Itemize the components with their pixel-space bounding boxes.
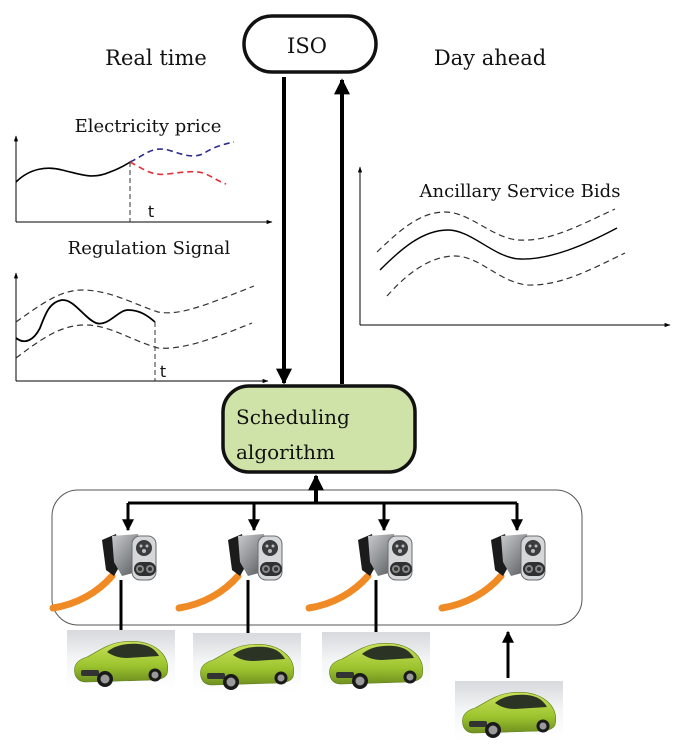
plug-ac-socket: [262, 540, 278, 556]
day-ahead-label: Day ahead: [434, 46, 546, 70]
ev-charger-plug[interactable]: [49, 534, 157, 612]
vehicle-grille: [469, 721, 487, 727]
ev-charger-plug[interactable]: [175, 534, 283, 612]
price-historical-line: [15, 161, 131, 183]
ancillary-upper-bound: [376, 208, 616, 253]
scheduling-label-line1: Scheduling: [236, 405, 350, 429]
ancillary-bids-title: Ancillary Service Bids: [419, 181, 621, 202]
real-time-label: Real time: [105, 46, 207, 70]
electric-vehicle[interactable]: [67, 630, 175, 688]
electric-vehicle[interactable]: [455, 681, 563, 739]
ancillary-bid-line: [379, 227, 618, 271]
vehicles: [67, 580, 563, 739]
electricity-price-chart: Electricity price t: [13, 116, 273, 225]
vehicle-grille: [81, 670, 99, 676]
electric-vehicle[interactable]: [322, 632, 430, 690]
vehicle-window: [362, 645, 414, 660]
scheduling-label-line2: algorithm: [236, 440, 335, 464]
electric-vehicle[interactable]: [193, 633, 301, 691]
regulation-lower-bound: [15, 322, 253, 359]
ancillary-bids-chart: Ancillary Service Bids: [357, 166, 671, 328]
price-forecast-low-line: [129, 161, 227, 185]
plug-ac-socket: [392, 540, 408, 556]
electricity-price-title: Electricity price: [75, 116, 222, 137]
plug-ac-socket: [136, 540, 152, 556]
regulation-signal-line: [15, 299, 156, 342]
chargers: [49, 534, 546, 612]
vehicle-grille: [336, 672, 354, 678]
price-forecast-high-line: [129, 141, 235, 163]
ev-charger-plug[interactable]: [305, 534, 413, 612]
price-time-label: t: [148, 202, 154, 221]
scheduling-algorithm-node[interactable]: Scheduling algorithm: [221, 384, 417, 474]
charger-bus-drops: [122, 503, 523, 532]
regulation-signal-chart: Regulation Signal t: [13, 238, 269, 384]
vehicle-window: [233, 646, 285, 661]
vehicle-grille: [207, 673, 225, 679]
ancillary-lower-bound: [386, 252, 626, 297]
ev-charger-plug[interactable]: [438, 534, 546, 612]
plug-ac-socket: [525, 540, 541, 556]
iso-node[interactable]: ISO: [242, 14, 378, 74]
iso-label: ISO: [287, 34, 327, 58]
charger-cable: [305, 572, 372, 612]
regulation-time-label: t: [160, 362, 166, 381]
regulation-upper-bound: [15, 285, 255, 323]
charger-cable: [438, 572, 505, 612]
charger-cable: [175, 572, 242, 612]
charger-cable: [49, 572, 116, 612]
vehicle-window: [107, 643, 159, 658]
vehicle-window: [495, 694, 547, 709]
regulation-signal-title: Regulation Signal: [68, 238, 231, 259]
